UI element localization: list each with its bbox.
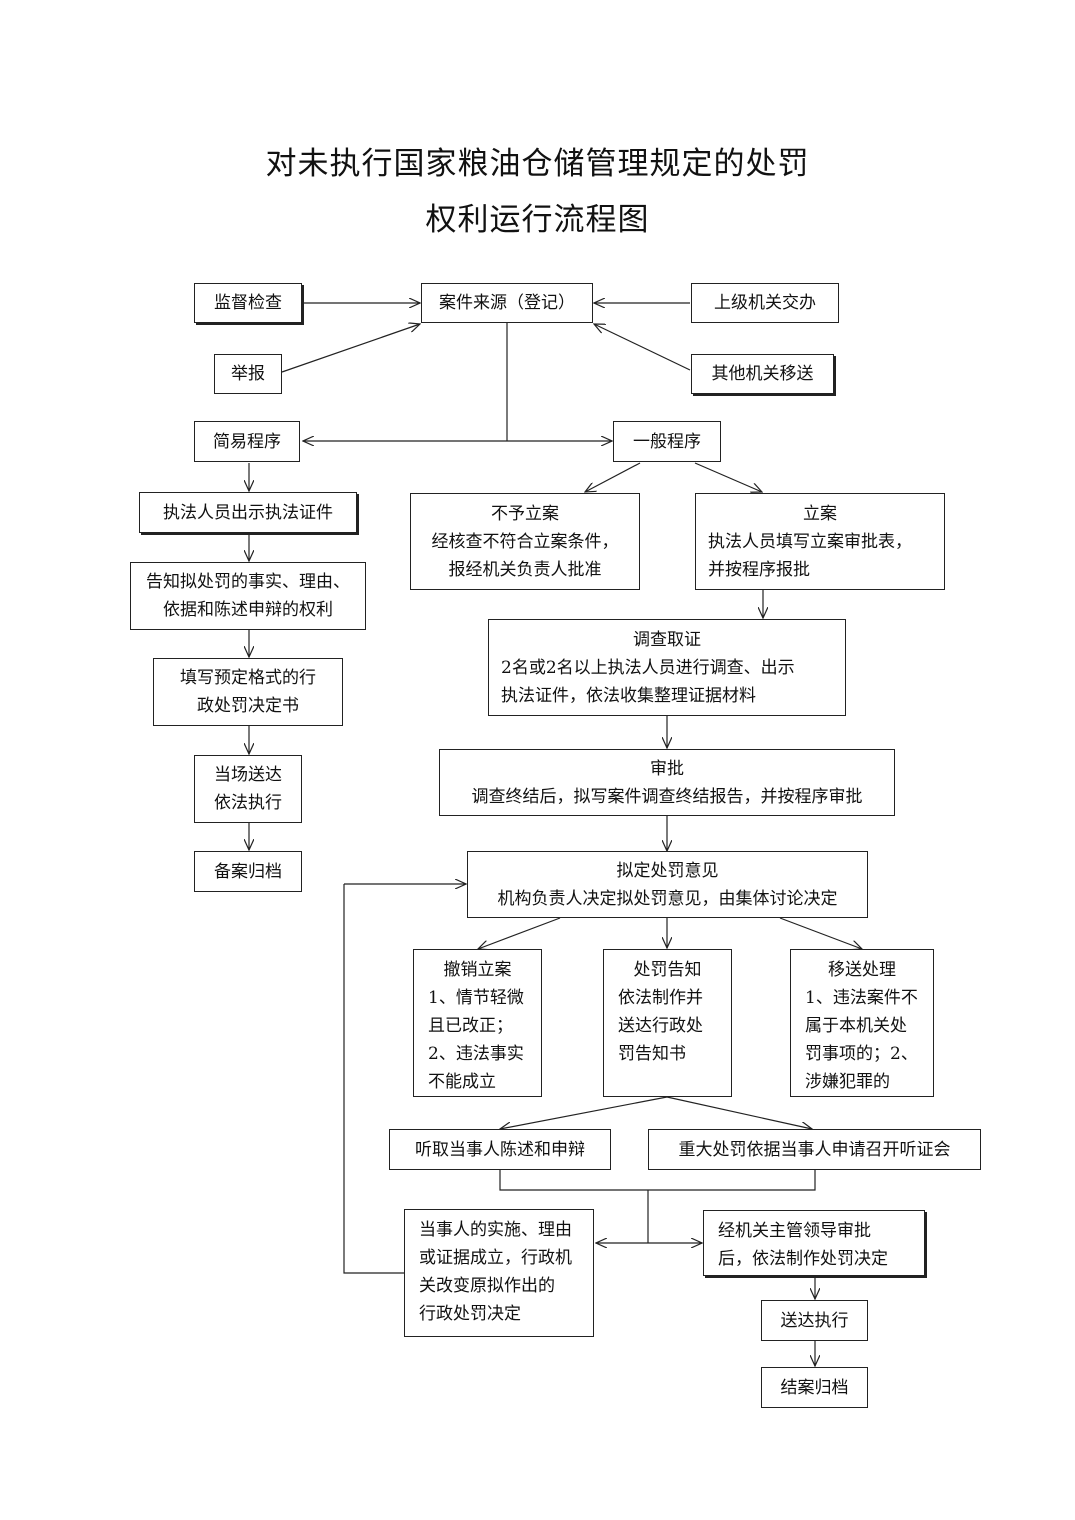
line-merge <box>499 1170 816 1191</box>
approval-decision-box: 经机关主管领导审批 后，依法制作处罚决定 <box>703 1210 925 1276</box>
penalty-notice-line-2: 送达行政处 <box>618 1016 703 1036</box>
approve-box: 审批 调查终结后，拟写案件调查终结报告，并按程序审批 <box>439 749 895 816</box>
arrow-general-filecase <box>694 462 762 492</box>
arrow-opinion-revoke <box>478 917 561 949</box>
deliver-final-box: 送达执行 <box>761 1300 868 1341</box>
revoke-case-line-1: 1、情节轻微 <box>428 988 524 1008</box>
approve-line-1: 调查终结后，拟写案件调查终结报告，并按程序审批 <box>471 786 863 807</box>
inform-rights-line-1: 告知拟处罚的事实、理由、 <box>146 572 350 592</box>
change-decision-line-4: 行政处罚决定 <box>419 1304 521 1324</box>
arrow-opinion-refer <box>779 917 862 949</box>
revoke-case-line-2: 且已改正； <box>428 1016 513 1036</box>
deliver-final-label: 送达执行 <box>780 1310 849 1331</box>
penalty-notice-line-3: 罚告知书 <box>618 1044 686 1064</box>
refer-line-2: 属于本机关处 <box>805 1016 907 1036</box>
case-source-registry-box: 案件来源（登记） <box>421 283 593 323</box>
change-decision-line-3: 关改变原拟作出的 <box>419 1276 555 1296</box>
no-case-line-2: 报经机关负责人批准 <box>448 559 602 580</box>
deliver-execute-line-1: 当场送达 <box>214 765 282 785</box>
change-decision-box: 当事人的实施、理由 或证据成立，行政机 关改变原拟作出的 行政处罚决定 <box>404 1209 594 1337</box>
title-line-1: 对未执行国家粮油仓储管理规定的处罚 <box>265 146 810 182</box>
arrow-report-registry <box>281 324 420 373</box>
investigate-title: 调查取证 <box>633 630 701 650</box>
title-line-2: 权利运行流程图 <box>425 202 650 238</box>
arrow-general-nocase <box>585 462 641 492</box>
source-superior-box: 上级机关交办 <box>691 283 839 323</box>
opinion-line-1: 机构负责人决定拟处罚意见，由集体讨论决定 <box>497 888 838 909</box>
source-inspection-label: 监督检查 <box>214 293 282 313</box>
source-superior-label: 上级机关交办 <box>714 293 816 313</box>
penalty-notice-box: 处罚告知 依法制作并 送达行政处 罚告知书 <box>603 949 732 1097</box>
penalty-notice-title: 处罚告知 <box>633 960 702 980</box>
case-source-registry-label: 案件来源（登记） <box>439 293 575 313</box>
hearing-box: 重大处罚依据当事人申请召开听证会 <box>648 1129 981 1170</box>
fill-decision-box: 填写预定格式的行 政处罚决定书 <box>153 658 343 726</box>
investigate-line-1: 2名或2名以上执法人员进行调查、出示 <box>501 658 795 678</box>
investigate-box: 调查取证 2名或2名以上执法人员进行调查、出示 执法证件，依法收集整理证据材料 <box>488 619 846 716</box>
investigate-line-2: 执法证件，依法收集整理证据材料 <box>501 686 756 706</box>
hearing-label: 重大处罚依据当事人申请召开听证会 <box>678 1139 951 1160</box>
refer-line-4: 涉嫌犯罪的 <box>805 1072 890 1092</box>
archive-label: 备案归档 <box>214 861 282 882</box>
show-id-box: 执法人员出示执法证件 <box>139 492 357 533</box>
change-decision-line-2: 或证据成立，行政机 <box>419 1248 572 1268</box>
no-case-title: 不予立案 <box>491 503 559 524</box>
show-id-label: 执法人员出示执法证件 <box>163 502 333 523</box>
hear-statement-label: 听取当事人陈述和申辩 <box>415 1139 585 1160</box>
file-case-box: 立案 执法人员填写立案审批表， 并按程序报批 <box>695 493 945 590</box>
penalty-notice-line-1: 依法制作并 <box>618 988 703 1008</box>
fill-decision-line-1: 填写预定格式的行 <box>180 668 316 688</box>
no-case-line-1: 经核查不符合立案条件， <box>431 531 619 552</box>
line-feedback <box>343 884 404 1274</box>
source-report-box: 举报 <box>214 354 282 394</box>
approval-decision-line-1: 经机关主管领导审批 <box>718 1221 871 1241</box>
approval-decision-line-2: 后，依法制作处罚决定 <box>718 1249 888 1269</box>
change-decision-line-1: 当事人的实施、理由 <box>419 1220 572 1240</box>
file-case-line-1: 执法人员填写立案审批表， <box>708 532 912 552</box>
deliver-execute-line-2: 依法执行 <box>214 793 282 813</box>
deliver-execute-box: 当场送达 依法执行 <box>194 755 302 823</box>
revoke-case-line-4: 不能成立 <box>428 1072 496 1092</box>
no-case-box: 不予立案 经核查不符合立案条件， 报经机关负责人批准 <box>410 493 640 590</box>
arrow-transfer-registry <box>594 324 691 371</box>
source-transfer-box: 其他机关移送 <box>691 354 834 394</box>
source-report-label: 举报 <box>231 364 265 384</box>
general-procedure-label: 一般程序 <box>633 431 701 452</box>
close-archive-label: 结案归档 <box>780 1377 849 1398</box>
close-archive-box: 结案归档 <box>761 1367 868 1408</box>
file-case-title: 立案 <box>803 504 837 524</box>
refer-line-3: 罚事项的；2、 <box>805 1044 918 1064</box>
arrow-notice-statement <box>500 1096 668 1129</box>
source-transfer-label: 其他机关移送 <box>711 364 814 384</box>
source-inspection-box: 监督检查 <box>194 283 302 323</box>
opinion-box: 拟定处罚意见 机构负责人决定拟处罚意见，由集体讨论决定 <box>467 851 868 918</box>
refer-title: 移送处理 <box>828 960 896 980</box>
opinion-title: 拟定处罚意见 <box>616 860 719 881</box>
approve-title: 审批 <box>650 758 684 779</box>
hear-statement-box: 听取当事人陈述和申辩 <box>389 1129 611 1170</box>
inform-rights-line-2: 依据和陈述申辩的权利 <box>163 600 333 620</box>
revoke-case-line-3: 2、违法事实 <box>428 1044 524 1064</box>
revoke-case-box: 撤销立案 1、情节轻微 且已改正； 2、违法事实 不能成立 <box>413 949 542 1097</box>
inform-rights-box: 告知拟处罚的事实、理由、 依据和陈述申辩的权利 <box>130 562 366 630</box>
fill-decision-line-2: 政处罚决定书 <box>197 696 299 716</box>
refer-box: 移送处理 1、违法案件不 属于本机关处 罚事项的；2、 涉嫌犯罪的 <box>790 949 934 1097</box>
file-case-line-2: 并按程序报批 <box>708 560 810 580</box>
archive-box: 备案归档 <box>194 851 302 892</box>
simple-procedure-label: 简易程序 <box>213 431 281 452</box>
arrow-notice-hearing <box>666 1096 812 1129</box>
simple-procedure-box: 简易程序 <box>194 421 300 462</box>
general-procedure-box: 一般程序 <box>613 421 721 462</box>
refer-line-1: 1、违法案件不 <box>805 988 918 1008</box>
revoke-case-title: 撤销立案 <box>443 960 512 980</box>
